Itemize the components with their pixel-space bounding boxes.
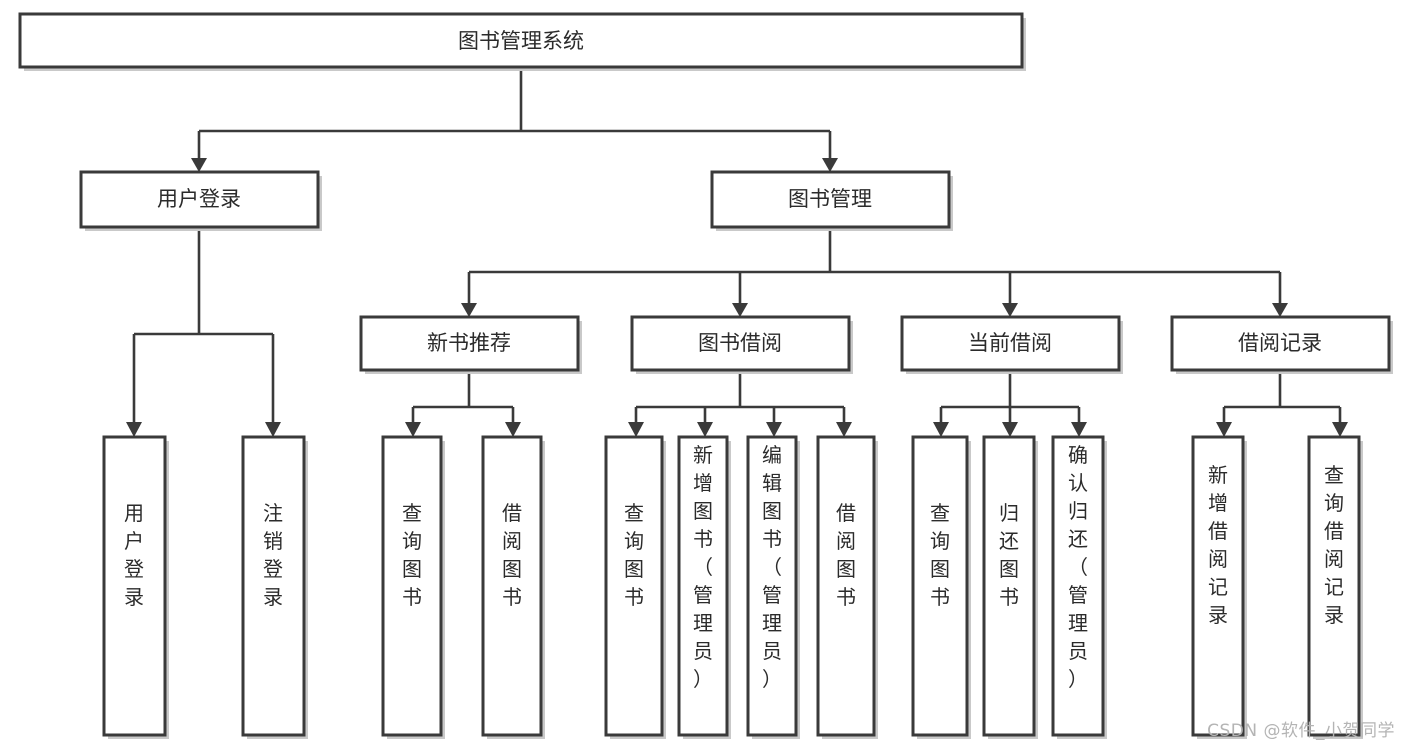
arrow-head-user-login-leaf-0 <box>126 422 142 437</box>
leaf-node-current-0[interactable]: 查询图书 <box>911 435 971 739</box>
arrow-head-level2-3 <box>1272 303 1288 317</box>
leaf-rect <box>816 435 876 737</box>
leaf-label: 确认归还（管理员） <box>1068 443 1088 691</box>
arrow-head-book-mgmt <box>822 158 838 172</box>
leaf-rect <box>1191 435 1245 737</box>
node-borrow-record-label: 借阅记录 <box>1238 331 1322 355</box>
arrow-head-user-login-leaf-1 <box>265 422 281 437</box>
node-user-login-label: 用户登录 <box>157 187 241 211</box>
arrow-head-user-login <box>191 158 207 172</box>
leaf-label: 查询图书 <box>624 501 644 609</box>
arrow-head-level2-2 <box>1002 303 1018 317</box>
node-title-label: 图书管理系统 <box>458 29 584 53</box>
leaf-label: 查询图书 <box>402 501 422 609</box>
leaf-label: 用户登录 <box>124 501 144 609</box>
arrow-head-current-leaf-2 <box>1071 422 1087 437</box>
leaf-rect <box>102 435 167 737</box>
leaf-node-record-1[interactable]: 查询借阅记录 <box>1307 435 1363 739</box>
node-borrow-record[interactable]: 借阅记录 <box>1170 315 1393 374</box>
leaf-label: 新增借阅记录 <box>1208 463 1228 627</box>
arrow-head-current-leaf-0 <box>933 422 949 437</box>
node-book-borrow-label: 图书借阅 <box>698 331 782 355</box>
node-title[interactable]: 图书管理系统 <box>18 12 1026 71</box>
node-new-book-recommend[interactable]: 新书推荐 <box>359 315 582 374</box>
arrow-head-borrow-leaf-0 <box>628 422 644 437</box>
leaf-node-borrow-1[interactable]: 新增图书（管理员） <box>677 435 731 739</box>
node-new-book-recommend-label: 新书推荐 <box>427 331 511 355</box>
arrow-head-borrow-leaf-2 <box>766 422 782 437</box>
leaf-rect <box>746 435 798 737</box>
leaf-node-user-login-1[interactable]: 注销登录 <box>241 435 308 739</box>
leaf-node-borrow-0[interactable]: 查询图书 <box>604 435 666 739</box>
node-book-borrow[interactable]: 图书借阅 <box>630 315 853 374</box>
leaf-label: 查询借阅记录 <box>1324 463 1344 627</box>
leaf-rect <box>911 435 969 737</box>
node-user-login[interactable]: 用户登录 <box>79 170 322 231</box>
connector-layer <box>126 67 1348 437</box>
leaf-rect <box>1051 435 1105 737</box>
node-book-borrow-rect <box>630 315 851 372</box>
leaf-label: 查询图书 <box>930 501 950 609</box>
arrow-head-recommend-leaf-1 <box>505 422 521 437</box>
node-current-borrow-label: 当前借阅 <box>968 331 1052 355</box>
csdn-watermark: CSDN @软件_小贺同学 <box>1207 721 1395 741</box>
arrow-head-current-leaf-1 <box>1002 422 1018 437</box>
leaf-rect <box>982 435 1036 737</box>
node-book-management-rect <box>710 170 951 229</box>
arrow-head-borrow-leaf-3 <box>836 422 852 437</box>
leaf-rect <box>1307 435 1361 737</box>
leaf-label: 借阅图书 <box>502 501 522 609</box>
leaf-rect <box>677 435 729 737</box>
arrow-head-level2-1 <box>732 303 748 317</box>
arrow-head-record-leaf-1 <box>1332 422 1348 437</box>
node-book-management-label: 图书管理 <box>788 187 872 211</box>
leaf-node-current-2[interactable]: 确认归还（管理员） <box>1051 435 1107 739</box>
leaf-rect <box>481 435 543 737</box>
leaf-node-user-login-0[interactable]: 用户登录 <box>102 435 169 739</box>
node-current-borrow[interactable]: 当前借阅 <box>900 315 1123 374</box>
leaf-node-recommend-1[interactable]: 借阅图书 <box>481 435 545 739</box>
arrow-head-borrow-leaf-1 <box>697 422 713 437</box>
node-book-management[interactable]: 图书管理 <box>710 170 953 231</box>
leaf-rect <box>604 435 664 737</box>
leaf-label: 编辑图书（管理员） <box>762 443 782 691</box>
leaf-rect <box>381 435 443 737</box>
node-borrow-record-rect <box>1170 315 1391 372</box>
node-current-borrow-rect <box>900 315 1121 372</box>
leaf-node-recommend-0[interactable]: 查询图书 <box>381 435 445 739</box>
leaf-node-borrow-2[interactable]: 编辑图书（管理员） <box>746 435 800 739</box>
node-new-book-recommend-rect <box>359 315 580 372</box>
leaf-label: 新增图书（管理员） <box>693 443 713 691</box>
leaf-label: 借阅图书 <box>836 501 856 609</box>
leaf-node-borrow-3[interactable]: 借阅图书 <box>816 435 878 739</box>
node-user-login-rect <box>79 170 320 229</box>
leaf-label: 归还图书 <box>999 501 1019 609</box>
leaf-node-current-1[interactable]: 归还图书 <box>982 435 1038 739</box>
leaf-label: 注销登录 <box>263 501 283 609</box>
node-title-rect <box>18 12 1024 69</box>
leaf-node-record-0[interactable]: 新增借阅记录 <box>1191 435 1247 739</box>
arrow-head-level2-0 <box>461 303 477 317</box>
leaf-rect <box>241 435 306 737</box>
arrow-head-record-leaf-0 <box>1216 422 1232 437</box>
arrow-head-recommend-leaf-0 <box>405 422 421 437</box>
